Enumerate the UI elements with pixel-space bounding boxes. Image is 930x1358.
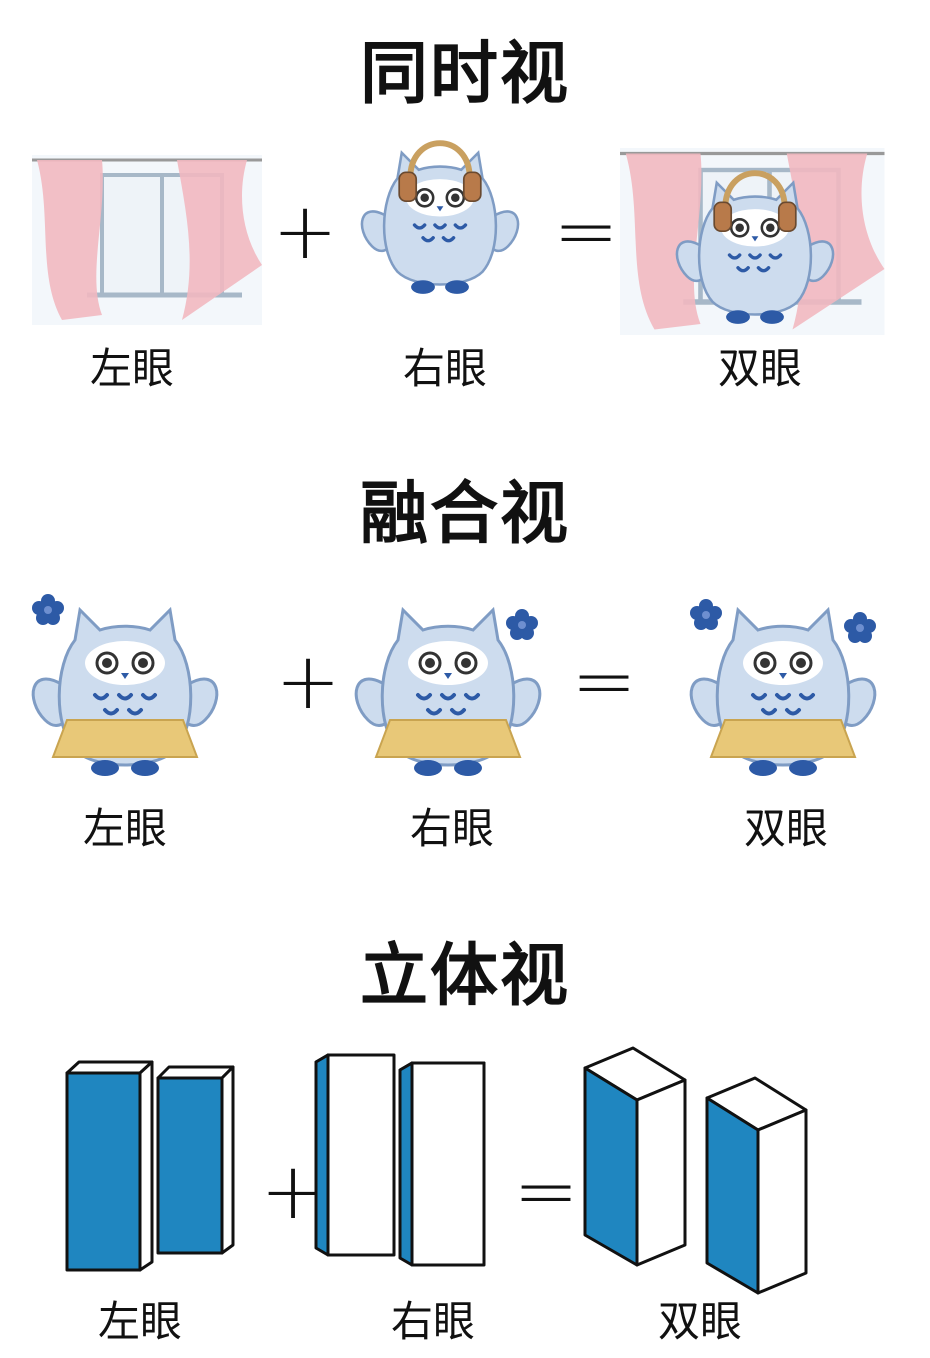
label-right-eye: 右眼 [402,344,488,393]
label-both-eyes: 双眼 [717,344,803,393]
left-eye-owl-image [31,594,219,778]
right-eye-owl-headphones-image [360,143,520,296]
right-eye-bars-image [314,1053,486,1267]
left-eye-bars-image [65,1060,235,1272]
both-eyes-owl-image [689,599,877,778]
label-both-eyes: 双眼 [657,1297,743,1346]
label-right-eye: 右眼 [409,804,495,853]
plus-sign: + [272,187,338,277]
equals-sign: = [513,1147,579,1237]
plus-sign: + [275,637,341,727]
label-left-eye: 左眼 [89,344,175,393]
label-left-eye: 左眼 [82,804,168,853]
plus-sign: + [260,1147,326,1237]
both-eyes-combined-image [620,148,885,335]
both-eyes-3d-bars-image [583,1046,808,1295]
section-title-stereo-vision: 立体视 [359,937,570,1016]
equals-sign: = [553,187,619,277]
label-right-eye: 右眼 [390,1297,476,1346]
label-both-eyes: 双眼 [743,804,829,853]
section-title-simultaneous-vision: 同时视 [359,35,570,114]
left-eye-window-image [32,155,262,325]
equals-sign: = [571,637,637,727]
section-title-fusion-vision: 融合视 [359,475,570,554]
right-eye-owl-image [354,608,542,778]
label-left-eye: 左眼 [97,1297,183,1346]
